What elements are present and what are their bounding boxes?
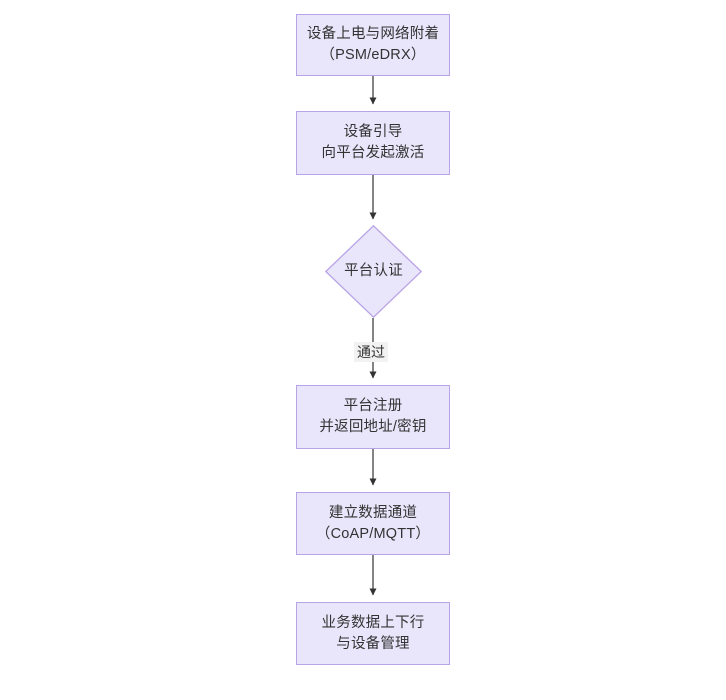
flow-node-line: 建立数据通道 <box>328 504 418 521</box>
flow-node-establish-data-channel[interactable]: 建立数据通道 （CoAP/MQTT） <box>296 492 450 555</box>
flow-node-platform-authentication[interactable]: 平台认证 <box>325 225 422 318</box>
flow-node-line: 平台认证 <box>344 263 403 279</box>
flow-node-device-power-on[interactable]: 设备上电与网络附着 （PSM/eDRX） <box>296 14 450 76</box>
flow-node-line: 向平台发起激活 <box>321 145 425 161</box>
flow-node-line: （CoAP/MQTT） <box>315 525 431 542</box>
flow-node-line: 设备引导 <box>343 124 403 140</box>
flow-node-line: 业务数据上下行 <box>321 614 425 631</box>
flow-node-business-data-and-device-management[interactable]: 业务数据上下行 与设备管理 <box>296 602 450 665</box>
flow-node-line: 平台注册 <box>343 398 403 414</box>
edge-label-pass: 通过 <box>354 342 388 362</box>
flow-node-line: 与设备管理 <box>336 635 410 652</box>
flow-node-line: （PSM/eDRX） <box>320 47 426 63</box>
diamond-shape-icon <box>325 225 422 318</box>
flow-node-line: 并返回地址/密钥 <box>319 419 427 435</box>
flow-node-line: 设备上电与网络附着 <box>306 26 440 42</box>
flow-node-platform-registration[interactable]: 平台注册 并返回地址/密钥 <box>296 385 450 449</box>
flow-node-device-bootstrap[interactable]: 设备引导 向平台发起激活 <box>296 111 450 175</box>
